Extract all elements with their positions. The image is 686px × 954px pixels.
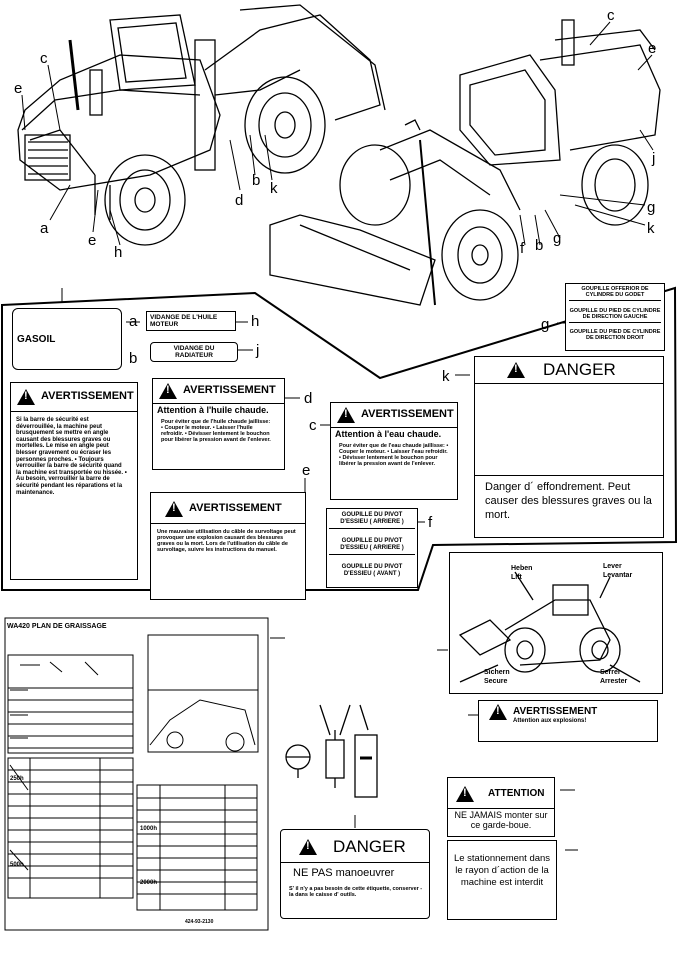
greasing-plan-schematic: [4, 617, 269, 931]
avertissement-header: AVERTISSEMENT: [159, 383, 276, 399]
danger-manoeuvrer-sub: NE PAS manoeuvrer: [293, 867, 395, 879]
ref-d: d: [235, 192, 244, 209]
loader-lever-pictogram: [458, 571, 641, 683]
levantar-label: Levantar: [603, 572, 633, 579]
sichern-label: Sichern: [484, 669, 510, 676]
danger-header: DANGER: [507, 361, 616, 379]
danger-manoeuvrer-decal: DANGER NE PAS manoeuvrer S' il n'y a pas…: [280, 829, 430, 919]
goupille-cylindre-decal: GOUPILLE OFFERIOR DE CYLINDRE DU GODET G…: [565, 283, 665, 351]
plan-hours-500: 500h: [10, 862, 24, 868]
goupille-direction-gauche-label: GOUPILLE DU PIED DE CYLINDRE DE DIRECTIO…: [569, 308, 661, 324]
ref-b: b: [129, 350, 138, 367]
ref-g: g: [541, 316, 550, 333]
avertissement-explosion-sub: Attention aux explosions!: [513, 718, 587, 724]
avertissement-barre-text: Si la barre de sécurité est déverrouillé…: [16, 417, 127, 496]
avertissement-eau-text: Pour éviter que de l'eau chaude jailliss…: [339, 443, 449, 468]
ref-e: e: [14, 80, 23, 97]
ref-j: j: [256, 342, 260, 359]
ref-e: e: [302, 462, 311, 479]
plan-title: WA420 PLAN DE GRAISSAGE: [7, 623, 107, 630]
goupille-direction-droit-label: GOUPILLE DU PIED DE CYLINDRE DE DIRECTIO…: [569, 329, 661, 342]
warning-triangle-icon: [456, 786, 474, 802]
serrer-label: Serrer: [600, 669, 621, 676]
danger-manoeuvrer-text: S' il n'y a pas besoin de cette étiquett…: [289, 886, 423, 899]
danger-header: DANGER: [299, 838, 406, 856]
plan-code: 424-93-2130: [185, 919, 214, 925]
avertissement-header: AVERTISSEMENT: [489, 704, 597, 720]
ref-g: g: [553, 230, 562, 247]
attention-text: NE JAMAIS monter sur ce garde-boue.: [454, 810, 548, 831]
goupille-avant-label: GOUPILLE DU PIVOT D'ESSIEU ( AVANT ): [341, 564, 403, 577]
ref-j: j: [652, 150, 656, 167]
danger-effondrement-text: Danger d´ effondrement. Peut causer des …: [485, 481, 652, 521]
warning-triangle-icon: [507, 361, 525, 378]
goupille-essieu-decal: GOUPILLE DU PIVOT D'ESSIEU ( ARRIERE ) G…: [326, 508, 418, 588]
avertissement-survoltage-text: Une mauvaise utilisation du câble de sur…: [157, 529, 296, 554]
ref-c: c: [309, 417, 317, 434]
secure-label: Secure: [484, 678, 508, 685]
vidange-huile-label: VIDANGE DE L'HUILE MOTEUR: [150, 314, 218, 329]
lift-label: Lift: [511, 574, 522, 581]
arrester-label: Arrester: [600, 678, 628, 685]
avertissement-huile-text: Pour éviter que de l'huile chaude jailli…: [161, 419, 271, 444]
goupille-cylindre-label: GOUPILLE OFFERIOR DE CYLINDRE DU GODET: [569, 286, 661, 302]
avertissement-eau-decal: AVERTISSEMENT Attention à l'eau chaude. …: [330, 402, 458, 500]
gasoil-label: GASOIL: [17, 334, 56, 345]
ref-k: k: [442, 368, 450, 385]
vidange-radiateur-decal: VIDANGE DU RADIATEUR: [150, 342, 238, 362]
avertissement-huile-sub: Attention à l'huile chaude.: [157, 405, 269, 415]
danger-effondrement-decal: DANGER Danger d´ effondrement. Peut caus…: [474, 356, 664, 538]
warning-triangle-icon: [299, 838, 317, 855]
avertissement-header: AVERTISSEMENT: [337, 407, 454, 423]
avertissement-header: AVERTISSEMENT: [17, 389, 134, 405]
plan-hours-100: 250h: [10, 776, 24, 782]
plan-hours-1000: 1000h: [140, 826, 158, 832]
avertissement-explosion-decal: AVERTISSEMENT Attention aux explosions!: [478, 700, 658, 742]
ref-c: c: [40, 50, 48, 67]
ref-f: f: [428, 514, 433, 531]
lever-label: Lever: [603, 563, 622, 570]
warning-triangle-icon: [337, 407, 355, 423]
fuse-pictogram: [285, 704, 378, 798]
ref-e: e: [88, 232, 97, 249]
avertissement-header: AVERTISSEMENT: [165, 501, 282, 517]
ref-h: h: [114, 244, 123, 261]
ref-d: d: [304, 390, 313, 407]
ref-h: h: [251, 313, 260, 330]
levier-pictogram-decal: Heben Lift Lever Levantar Sichern Secure…: [449, 552, 663, 694]
avertissement-barre-decal: AVERTISSEMENT Si la barre de sécurité es…: [10, 382, 138, 580]
vidange-radiateur-label: VIDANGE DU RADIATEUR: [173, 345, 215, 360]
ref-k: k: [647, 220, 655, 237]
ref-c: c: [607, 7, 615, 24]
ref-g: g: [647, 199, 656, 216]
attention-garde-boue-decal: ATTENTION NE JAMAIS monter sur ce garde-…: [447, 777, 555, 837]
ref-b: b: [535, 237, 544, 254]
ref-e: e: [648, 40, 657, 57]
ref-b: b: [252, 172, 261, 189]
attention-header: ATTENTION: [456, 786, 544, 802]
avertissement-huile-decal: AVERTISSEMENT Attention à l'huile chaude…: [152, 378, 285, 470]
warning-triangle-icon: [159, 383, 177, 399]
warning-triangle-icon: [489, 704, 507, 720]
warning-triangle-icon: [17, 389, 35, 405]
stationnement-text: Le stationnement dans le rayon d´action …: [453, 853, 551, 888]
heben-label: Heben: [511, 565, 533, 572]
ref-f: f: [520, 240, 525, 257]
goupille-arriere-label: GOUPILLE DU PIVOT D'ESSIEU ( ARRIERE ): [329, 512, 415, 530]
ref-k: k: [270, 180, 278, 197]
stationnement-decal: Le stationnement dans le rayon d´action …: [447, 840, 557, 920]
gasoil-decal: GASOIL: [12, 308, 122, 370]
leader-lines: [21, 21, 654, 851]
loader-right: [269, 19, 661, 306]
vidange-huile-decal: VIDANGE DE L'HUILE MOTEUR: [146, 311, 236, 331]
avertissement-eau-sub: Attention à l'eau chaude.: [335, 429, 442, 439]
plan-hours-2000: 2000h: [140, 880, 158, 886]
loader-left: [17, 4, 386, 246]
ref-a: a: [129, 313, 138, 330]
ref-a: a: [40, 220, 49, 237]
avertissement-survoltage-decal: AVERTISSEMENT Une mauvaise utilisation d…: [150, 492, 306, 600]
warning-triangle-icon: [165, 501, 183, 517]
goupille-arriere2-label: GOUPILLE DU PIVOT D'ESSIEU ( ARRIERE ): [329, 538, 415, 556]
